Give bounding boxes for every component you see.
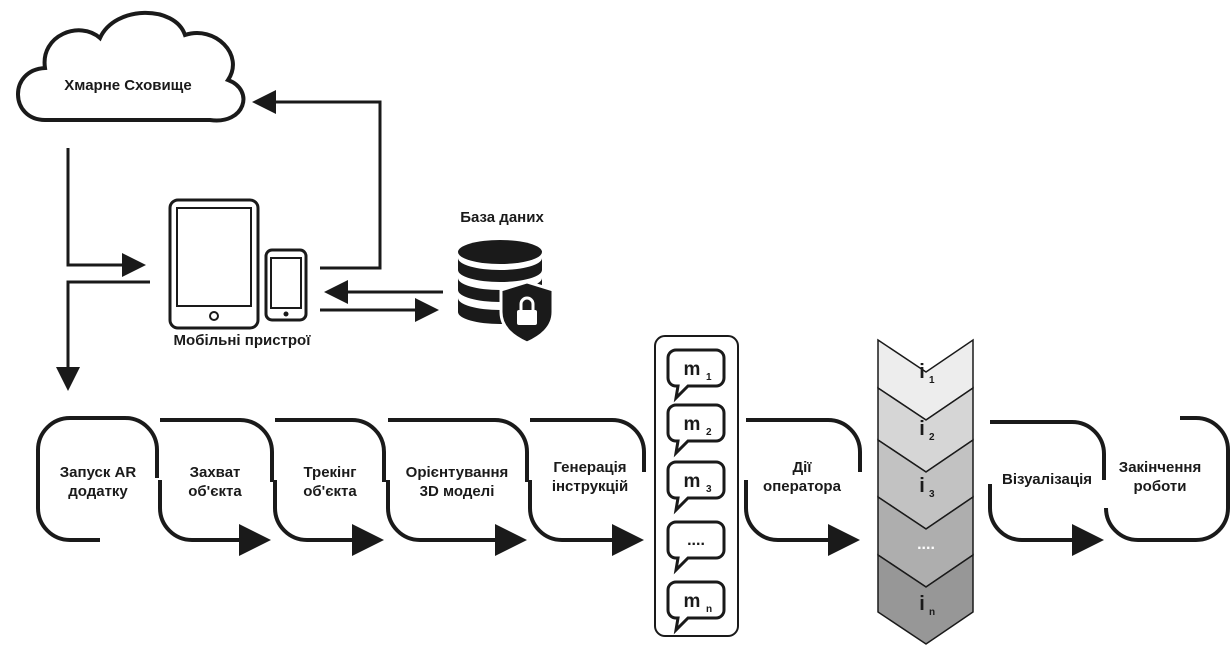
message-2-base: m — [684, 414, 701, 435]
cloud-to-devices-arrow — [66, 148, 146, 277]
step-instruction-generation-connector — [528, 418, 644, 540]
step-visualization-connector — [988, 420, 1104, 540]
phone-icon — [264, 248, 308, 322]
step-launch-ar-app-line2: додатку — [68, 483, 128, 500]
mobile-devices: Мобільні пристрої — [168, 198, 312, 349]
step-object-tracking-connector — [273, 418, 384, 540]
step-3d-model-orientation: Орієнтування 3D моделі — [386, 418, 527, 540]
instruction-3-base: i — [919, 475, 925, 497]
mobile-devices-label: Мобільні пристрої — [174, 332, 312, 349]
shield-lock-icon — [499, 280, 555, 345]
step-3d-model-orientation-connector — [386, 418, 527, 540]
step-visualization-line1: Візуалізація — [1002, 471, 1092, 488]
message-bubble-n: m n — [666, 580, 726, 635]
step-capture-object-connector — [158, 418, 272, 540]
step-finish-work-connector — [1104, 416, 1230, 542]
message-3-sub: 3 — [706, 484, 712, 495]
database-label: База даних — [460, 209, 544, 226]
step-object-tracking-line2: об'єкта — [303, 483, 357, 500]
instruction-n-base: i — [919, 593, 925, 615]
instruction-chevron-n-fill — [877, 553, 974, 645]
step-finish-work-line2: роботи — [1134, 478, 1187, 495]
instruction-ellipsis-base: .... — [917, 536, 935, 553]
cloud-icon — [16, 10, 246, 123]
instruction-2-sub: 2 — [929, 432, 935, 443]
cloud-storage: Хмарне Сховище — [16, 10, 246, 123]
step-capture-object-line2: об'єкта — [188, 483, 242, 500]
device-database-connectors — [320, 280, 443, 322]
message-bubble-3: m 3 — [666, 460, 726, 515]
step-capture-object: Захват об'єкта — [158, 418, 272, 540]
message-2-sub: 2 — [706, 427, 712, 438]
step-object-tracking: Трекінг об'єкта — [273, 418, 384, 540]
devices-to-launch-arrow — [56, 280, 150, 391]
step-instruction-generation-line2: інструкцій — [552, 478, 628, 495]
messages-panel: m 1 m 2 m 3 .... m n — [654, 335, 739, 637]
step-3d-model-orientation-line1: Орієнтування — [406, 464, 509, 481]
cloud-device-connectors — [56, 90, 382, 391]
instruction-3-sub: 3 — [929, 489, 935, 500]
database: База даних — [458, 209, 555, 345]
step-capture-object-line1: Захват — [190, 464, 241, 481]
step-launch-ar-app-line1: Запуск AR — [60, 464, 137, 481]
cloud-storage-label: Хмарне Сховище — [64, 77, 191, 94]
step-instruction-generation-line1: Генерація — [553, 459, 626, 476]
message-1-base: m — [684, 359, 701, 380]
message-1-sub: 1 — [706, 372, 712, 383]
step-instruction-generation: Генерація інструкцій — [528, 418, 644, 540]
step-operator-actions-line1: Дії — [792, 459, 812, 476]
step-launch-ar-app: Запуск AR додатку — [36, 416, 159, 542]
instruction-2-base: i — [919, 418, 925, 440]
instruction-1-sub: 1 — [929, 375, 935, 386]
step-finish-work: Закінчення роботи — [1104, 416, 1230, 542]
message-3-base: m — [684, 471, 701, 492]
message-bubble-1: m 1 — [666, 348, 726, 403]
message-ellipsis-base: .... — [687, 532, 705, 549]
step-operator-actions: Дії оператора — [744, 418, 860, 540]
message-bubble-ellipsis: .... — [666, 520, 726, 575]
step-finish-work-line1: Закінчення — [1119, 459, 1201, 476]
step-3d-model-orientation-line2: 3D моделі — [420, 483, 495, 500]
instructions-stack: i 1 i 2 i 3 .... i n — [877, 338, 974, 645]
step-visualization: Візуалізація — [988, 420, 1104, 540]
instruction-chevron-n: i n — [877, 553, 974, 645]
instruction-n-sub: n — [929, 607, 935, 618]
tablet-icon — [168, 198, 260, 330]
message-n-base: m — [684, 591, 701, 612]
step-object-tracking-line1: Трекінг — [303, 464, 356, 481]
instruction-1-base: i — [919, 361, 925, 383]
step-operator-actions-line2: оператора — [763, 478, 842, 495]
message-n-sub: n — [706, 604, 712, 615]
step-operator-actions-connector — [744, 418, 860, 540]
step-launch-ar-app-connector — [36, 416, 159, 542]
devices-to-cloud-arrow — [252, 90, 382, 270]
message-bubble-2: m 2 — [666, 403, 726, 458]
